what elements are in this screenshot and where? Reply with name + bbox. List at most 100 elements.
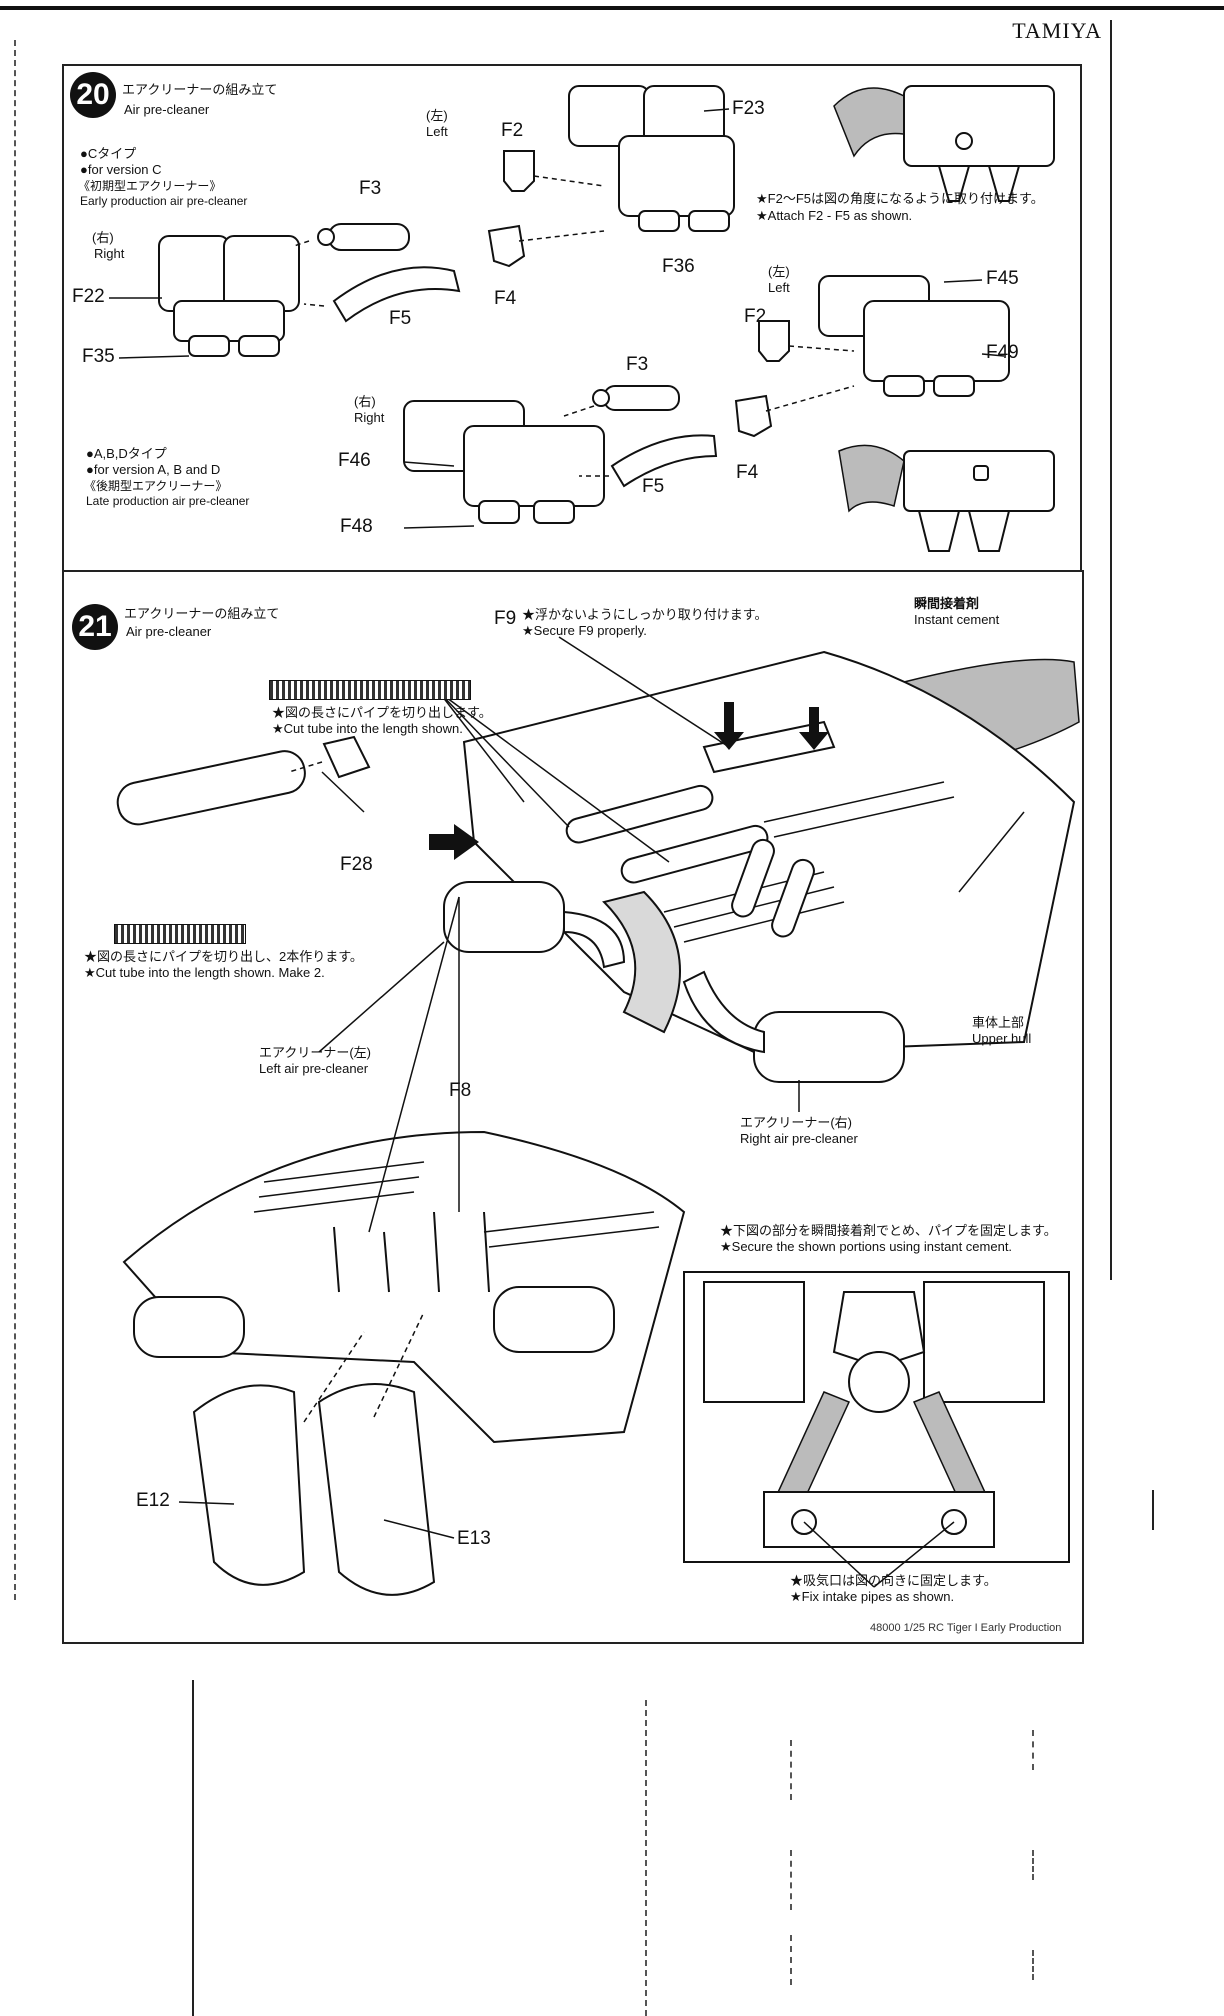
cleaner-abd-left-drawing xyxy=(734,275,1010,438)
step-21-number: 21 xyxy=(72,604,118,650)
f9-note-jp: ★浮かないようにしっかり取り付けます。 xyxy=(522,607,768,622)
lower-hull-drawing xyxy=(122,1130,686,1444)
bottom-column-line-1 xyxy=(192,1680,194,2016)
step-20-title-jp: エアクリーナーの組み立て xyxy=(122,82,278,97)
left-cleaner-label-en: Left air pre-cleaner xyxy=(259,1061,369,1076)
cement-label-en: Instant cement xyxy=(914,612,1000,627)
label-e12: E12 xyxy=(136,1490,170,1511)
cleaner-c-left-drawing xyxy=(568,85,735,232)
intake-note-jp: ★吸気口は図の向きに固定します。 xyxy=(790,1573,997,1588)
top-left-en: Left xyxy=(426,124,448,139)
version-c-sub-en: Early production air pre-cleaner xyxy=(80,194,248,208)
label-f48: F48 xyxy=(340,516,373,537)
label-f35: F35 xyxy=(82,346,115,367)
left-cleaner-drawing xyxy=(443,881,681,1034)
left-cleaner-label-jp: エアクリーナー(左) xyxy=(259,1045,372,1060)
version-abd-head-en: ●for version A, B and D xyxy=(86,462,221,477)
label-f4-top: F4 xyxy=(494,288,517,309)
step-20-illustration xyxy=(109,85,1055,552)
late-cleaner-bottom-drawing xyxy=(838,444,1055,552)
fitting-f2-drawing xyxy=(503,150,605,192)
version-c-sub-jp: 《初期型エアクリーナー》 xyxy=(78,179,222,193)
bottom-tick-2 xyxy=(790,1850,792,1910)
version-c-head-jp: ●Cタイプ xyxy=(80,146,137,161)
label-f8: F8 xyxy=(449,1080,472,1101)
upper-hull-label-jp: 車体上部 xyxy=(972,1015,1025,1030)
f9-note-en: ★Secure F9 properly. xyxy=(522,623,647,638)
cover-e13-drawing xyxy=(317,1383,436,1596)
label-f23: F23 xyxy=(732,98,765,119)
label-f22: F22 xyxy=(72,286,105,307)
label-f49: F49 xyxy=(986,342,1019,363)
secure-note-jp: ★下図の部分を瞬間接着剤でとめ、パイプを固定します。 xyxy=(720,1223,1057,1238)
right-cleaner-drawing xyxy=(682,970,905,1083)
step-20-panel: 20 エアクリーナーの組み立て Air pre-cleaner ●Cタイプ ●f… xyxy=(62,64,1082,582)
tube1-note-en: ★Cut tube into the length shown. xyxy=(272,721,463,736)
tube-length-gauge-1 xyxy=(269,680,471,700)
pipe-f5-drawing xyxy=(303,266,461,323)
fitting-f4-drawing xyxy=(487,224,605,268)
right-cleaner-label-en: Right air pre-cleaner xyxy=(740,1131,858,1146)
upper-hull-label-en: Upper hull xyxy=(972,1031,1032,1046)
bottom-tick-5 xyxy=(1032,1850,1034,1880)
attach-note-jp: ★F2～F5は図の角度になるように取り付けます。 xyxy=(756,191,1044,206)
version-abd-head-jp: ●A,B,Dタイプ xyxy=(86,446,167,461)
label-f9: F9 xyxy=(494,608,517,629)
right-cleaner-label-jp: エアクリーナー(右) xyxy=(740,1115,853,1130)
intake-note-en: ★Fix intake pipes as shown. xyxy=(790,1589,955,1604)
abd-left-en: Left xyxy=(768,280,790,295)
abd-left-jp: (左) xyxy=(768,264,790,279)
c-right-en: Right xyxy=(94,246,125,261)
attach-note-en: ★Attach F2 - F5 as shown. xyxy=(756,208,913,223)
c-right-jp: (右) xyxy=(92,230,114,245)
bottom-column-line-2 xyxy=(645,1700,647,2016)
arrow-down-2 xyxy=(799,707,829,750)
label-f28: F28 xyxy=(340,854,373,875)
lower-grille-drawing xyxy=(253,1161,660,1248)
step-21-title-jp: エアクリーナーの組み立て xyxy=(124,606,280,621)
cement-label-jp: 瞬間接着剤 xyxy=(914,596,980,611)
cleaner-abd-right-drawing xyxy=(403,385,718,524)
tube-f28-drawing xyxy=(116,735,371,826)
cover-e12-drawing xyxy=(192,1384,306,1586)
label-f36: F36 xyxy=(662,256,695,277)
step-21-illustration xyxy=(116,636,1080,1596)
label-f3-bottom: F3 xyxy=(626,354,649,375)
right-margin-tick xyxy=(1152,1490,1154,1530)
step-20-title-en: Air pre-cleaner xyxy=(124,102,210,117)
version-abd-sub-en: Late production air pre-cleaner xyxy=(86,494,250,508)
step-21-panel: 21 エアクリーナーの組み立て Air pre-cleaner F9 ★浮かない… xyxy=(62,570,1084,1644)
brand-logo: TAMIYA xyxy=(1012,18,1102,43)
label-f4-right: F4 xyxy=(736,462,759,483)
late-cleaner-top-drawing xyxy=(833,85,1055,202)
abd-right-en: Right xyxy=(354,410,385,425)
lower-right-cleaner xyxy=(493,1286,615,1353)
lower-left-cleaner xyxy=(133,1296,245,1358)
version-abd-sub-jp: 《後期型エアクリーナー》 xyxy=(84,479,228,493)
tube2-note-jp: ★図の長さにパイプを切り出し、2本作ります。 xyxy=(84,949,363,964)
version-c-head-en: ●for version C xyxy=(80,162,162,177)
label-f5-top: F5 xyxy=(389,308,412,329)
label-f3-top: F3 xyxy=(359,178,382,199)
part-f8-left xyxy=(333,1226,390,1293)
abd-right-jp: (右) xyxy=(354,394,376,409)
label-f46: F46 xyxy=(338,450,371,471)
step-21-title-en: Air pre-cleaner xyxy=(126,624,212,639)
left-cut-line xyxy=(14,40,16,1600)
part-f8-right xyxy=(433,1211,490,1293)
bottom-tick-1 xyxy=(790,1740,792,1800)
cleaner-c-right-drawing xyxy=(158,235,300,357)
bottom-tick-4 xyxy=(1032,1730,1034,1770)
secure-note-en: ★Secure the shown portions using instant… xyxy=(720,1239,1013,1254)
top-rule xyxy=(0,6,1224,10)
big-arrow-right xyxy=(429,824,479,860)
tube-length-gauge-2 xyxy=(114,924,246,944)
bottom-tick-6 xyxy=(1032,1950,1034,1980)
label-f2-top: F2 xyxy=(501,120,524,141)
arrow-down-1 xyxy=(714,702,744,750)
bottom-tick-3 xyxy=(790,1935,792,1985)
pipe-f3-drawing xyxy=(293,223,410,251)
tube2-note-en: ★Cut tube into the length shown. Make 2. xyxy=(84,965,325,980)
label-e13: E13 xyxy=(457,1528,491,1549)
step-20-number: 20 xyxy=(70,72,116,118)
